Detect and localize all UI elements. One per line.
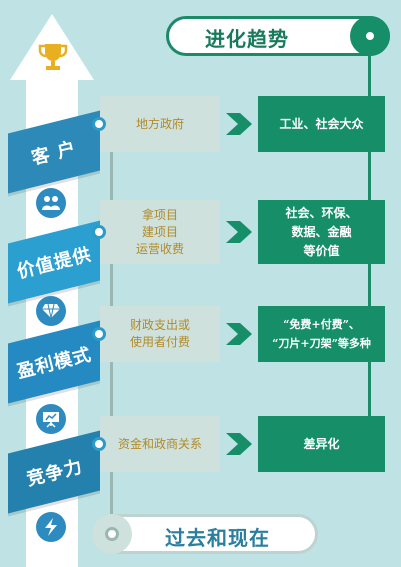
trophy-icon bbox=[38, 44, 68, 70]
timeline-node bbox=[92, 225, 106, 239]
past-box-customer: 地方政府 bbox=[100, 96, 220, 152]
diamond-icon bbox=[36, 296, 66, 326]
past-box-profit: 财政支出或 使用者付费 bbox=[100, 306, 220, 362]
category-competition: 竞争力 bbox=[8, 430, 100, 514]
timeline-node bbox=[92, 327, 106, 341]
trend-title-pill: 进化趋势 bbox=[166, 16, 390, 56]
people-icon bbox=[36, 188, 66, 218]
arrow-right-icon bbox=[226, 113, 252, 135]
present-box-value: 社会、环保、 数据、金融 等价值 bbox=[258, 200, 385, 264]
arrow-right-icon bbox=[226, 221, 252, 243]
past-box-value: 拿项目 建项目 运营收费 bbox=[100, 200, 220, 264]
past-box-competition: 资金和政商关系 bbox=[100, 416, 220, 472]
category-value: 价值提供 bbox=[8, 220, 100, 304]
presentation-icon bbox=[36, 404, 66, 434]
present-box-customer: 工业、社会大众 bbox=[258, 96, 385, 152]
arrow-right-icon bbox=[226, 433, 252, 455]
arrow-right-icon bbox=[226, 323, 252, 345]
category-customer: 客 户 bbox=[8, 110, 100, 194]
lightning-icon bbox=[36, 512, 66, 542]
present-box-profit: “免费+付费”、 “刀片+刀架”等多种 bbox=[258, 306, 385, 362]
trend-cap bbox=[350, 16, 390, 56]
present-box-competition: 差异化 bbox=[258, 416, 385, 472]
past-title-pill: 过去和现在 bbox=[92, 514, 318, 554]
timeline-node bbox=[92, 437, 106, 451]
category-profit: 盈利模式 bbox=[8, 320, 100, 404]
past-cap bbox=[92, 514, 132, 554]
timeline-node bbox=[92, 117, 106, 131]
